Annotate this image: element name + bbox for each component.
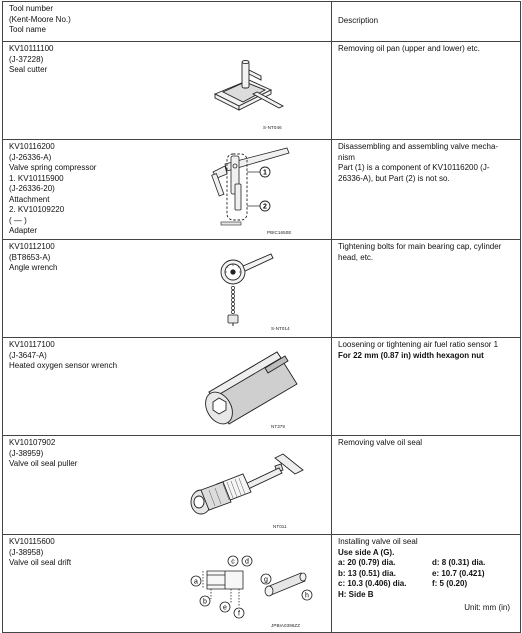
figure-code: S-NT014 — [271, 326, 290, 331]
figure-code: JPBIA0396ZZ — [271, 623, 301, 628]
description-line: Removing valve oil seal — [338, 438, 423, 447]
angle-wrench-illustration — [220, 253, 274, 326]
description-line: Removing oil pan (upper and lower) etc. — [338, 44, 480, 53]
table-header-row: Tool number (Kent-Moore No.) Tool name D… — [2, 1, 521, 42]
tool-number: KV10111100 — [9, 44, 54, 53]
dimension-c: c: 10.3 (0.406) dia. — [338, 579, 407, 588]
seal-cutter-illustration — [213, 59, 284, 111]
figure-code: NT379 — [271, 424, 286, 429]
description-cell: Tightening bolts for main bearing cap, c… — [331, 239, 521, 338]
callout-g: g — [264, 577, 268, 584]
tool-cell: KV10115600 (J-38958) Valve oil seal drif… — [2, 534, 332, 633]
unit-label: Unit: mm (in) — [464, 603, 510, 612]
kent-moore-number: (BT8653-A) — [9, 252, 51, 262]
dimension-h: H: Side B — [338, 589, 374, 599]
valve-spring-compressor-illustration: 1 2 — [211, 147, 290, 226]
oxygen-sensor-wrench-illustration — [205, 351, 298, 425]
part-line: 1. KV10115900 — [9, 173, 64, 183]
part-line: ( — ) — [9, 215, 27, 225]
dimension-d: d: 8 (0.31) dia. — [432, 558, 486, 567]
dimension-f: f: 5 (0.20) — [432, 579, 468, 588]
description-bold-line: For 22 mm (0.87 in) width hexagon nut — [338, 350, 484, 360]
figure-code: PBIC1650E — [267, 230, 292, 235]
table-row: KV10107902 (J-38959) Valve oil seal pull… — [2, 435, 521, 535]
callout-c: c — [231, 559, 235, 566]
kent-moore-number: (J-26336-A) — [9, 152, 52, 162]
kent-moore-number: (J-3647-A) — [9, 350, 47, 360]
table-row: KV10111100 (J-37228) Seal cutter — [2, 41, 521, 140]
table-row: KV10112100 (BT8653-A) Angle wrench — [2, 239, 521, 338]
description-line: Tightening bolts for main bearing cap, c… — [338, 242, 502, 251]
description-line: Part (1) is a component of KV10116200 (J… — [338, 163, 490, 172]
tool-number: KV10115600 — [9, 537, 55, 546]
dimension-b: b: 13 (0.51) dia. — [338, 568, 396, 578]
tool-number: KV10112100 — [9, 242, 55, 251]
tool-name: Valve oil seal drift — [9, 558, 72, 567]
table-row: KV10116200 (J-26336-A) Valve spring comp… — [2, 139, 521, 240]
tool-cell: KV10111100 (J-37228) Seal cutter — [2, 41, 332, 140]
dimension-list: a: 20 (0.79) dia. d: 8 (0.31) dia. b: 13… — [338, 558, 514, 600]
tool-cell: KV10107902 (J-38959) Valve oil seal pull… — [2, 435, 332, 535]
description-line: head, etc. — [338, 252, 374, 262]
header-description: Description — [338, 16, 379, 25]
part-line: 2. KV10109220 — [9, 205, 65, 214]
description-cell: Loosening or tightening air fuel ratio s… — [331, 337, 521, 436]
tool-cell: KV10116200 (J-26336-A) Valve spring comp… — [2, 139, 332, 240]
table-row: KV10115600 (J-38958) Valve oil seal drif… — [2, 534, 521, 633]
use-side-line: Use side A (G). — [338, 547, 395, 557]
dimension-e: e: 10.7 (0.421) — [432, 568, 485, 578]
tool-number: KV10116200 — [9, 142, 55, 151]
callout-d: d — [245, 559, 249, 566]
description-line: Installing valve oil seal — [338, 537, 418, 546]
callout-h: h — [305, 593, 309, 600]
figure-code: S-NT046 — [263, 125, 282, 130]
dimension-empty — [432, 590, 512, 601]
callout-a: a — [194, 579, 198, 586]
tool-cell: KV10112100 (BT8653-A) Angle wrench — [2, 239, 332, 338]
callout-b: b — [203, 599, 207, 606]
tool-name: Seal cutter — [9, 65, 48, 74]
tool-number: KV10107902 — [9, 438, 56, 447]
description-line: Disassembling and assembling valve mecha… — [338, 142, 499, 151]
description-cell: Removing valve oil seal — [331, 435, 521, 535]
header-tool-number: Tool number — [9, 4, 54, 13]
callout-f: f — [238, 611, 240, 618]
part-line: Attachment — [9, 194, 50, 204]
valve-oil-seal-puller-illustration — [190, 453, 304, 515]
table-row: KV10117100 (J-3647-A) Heated oxygen sens… — [2, 337, 521, 436]
description-cell: Removing oil pan (upper and lower) etc. — [331, 41, 521, 140]
figure-code: NT011 — [273, 524, 287, 529]
tool-name: Angle wrench — [9, 263, 58, 272]
tool-name: Valve spring compressor — [9, 163, 97, 172]
part-line: Adapter — [9, 226, 38, 235]
header-tool-name: Tool name — [9, 25, 46, 34]
callout-2: 2 — [263, 204, 267, 211]
description-line: nism — [338, 152, 355, 162]
tool-cell: KV10117100 (J-3647-A) Heated oxygen sens… — [2, 337, 332, 436]
callout-1: 1 — [263, 170, 267, 177]
header-kent-moore: (Kent-Moore No.) — [9, 14, 71, 24]
kent-moore-number: (J-37228) — [9, 54, 44, 64]
header-tool-column: Tool number (Kent-Moore No.) Tool name — [2, 1, 332, 42]
tool-number: KV10117100 — [9, 340, 55, 349]
tool-name: Heated oxygen sensor wrench — [9, 361, 118, 370]
description-line: Loosening or tightening air fuel ratio s… — [338, 340, 499, 349]
kent-moore-number: (J-38958) — [9, 547, 44, 557]
tool-name: Valve oil seal puller — [9, 459, 78, 468]
callout-e: e — [223, 605, 227, 612]
description-cell: Disassembling and assembling valve mecha… — [331, 139, 521, 240]
description-cell: Installing valve oil seal Use side A (G)… — [331, 534, 521, 633]
part-line: (J-26336-20) — [9, 184, 55, 193]
kent-moore-number: (J-38959) — [9, 448, 44, 458]
valve-oil-seal-drift-illustration: a b c d e f g h — [190, 555, 313, 619]
description-line: 26336-A), but Part (2) is not so. — [338, 173, 450, 183]
header-description-column: Description — [331, 1, 521, 42]
dimension-a: a: 20 (0.79) dia. — [338, 558, 396, 567]
